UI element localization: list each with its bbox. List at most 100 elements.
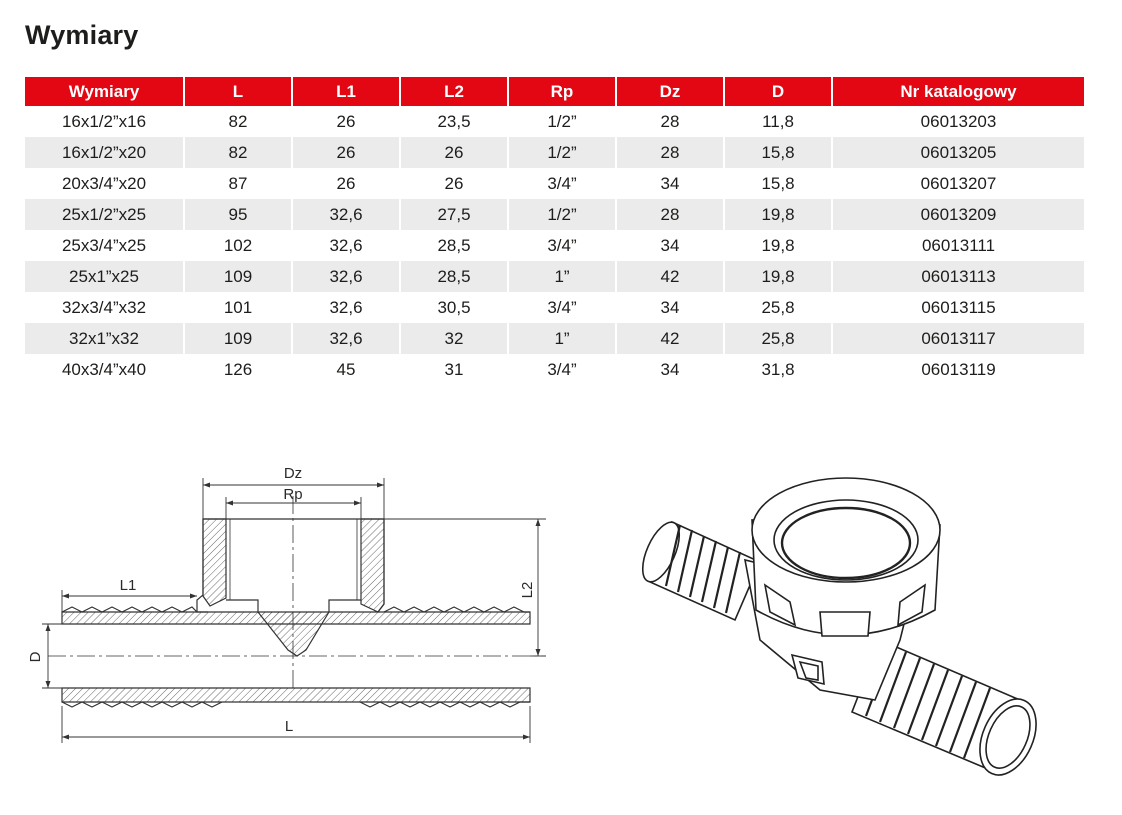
table-cell: 32x1”x32 [25, 323, 184, 354]
table-header-row: Wymiary L L1 L2 Rp Dz D Nr katalogowy [25, 77, 1084, 106]
table-cell: 45 [291, 354, 400, 385]
table-cell: 1” [507, 323, 616, 354]
page-title: Wymiary [25, 20, 139, 50]
table-cell: 87 [183, 168, 292, 199]
column-header-d: D [723, 77, 832, 106]
table-cell: 31,8 [723, 354, 832, 385]
table-cell: 25,8 [723, 292, 832, 323]
table-cell: 11,8 [723, 106, 832, 137]
table-cell: 34 [615, 168, 724, 199]
table-cell: 32,6 [291, 199, 400, 230]
table-cell: 26 [291, 168, 400, 199]
table-cell: 19,8 [723, 230, 832, 261]
table-cell: 06013209 [831, 199, 1084, 230]
table-cell: 26 [291, 137, 400, 168]
table-cell: 42 [615, 323, 724, 354]
table-cell: 25,8 [723, 323, 832, 354]
right-pipe-end [850, 638, 1037, 776]
dim-label-rp: Rp [283, 486, 302, 503]
table-cell: 109 [183, 261, 292, 292]
table-cell: 19,8 [723, 199, 832, 230]
dim-label-l2: L2 [519, 582, 536, 599]
table-cell: 82 [183, 137, 292, 168]
tee-fitting-illustration [641, 477, 1037, 776]
table-cell: 3/4” [507, 230, 616, 261]
table-cell: 06013119 [831, 354, 1084, 385]
table-cell: 30,5 [399, 292, 508, 323]
column-header-l1: L1 [291, 77, 400, 106]
table-cell: 32,6 [291, 230, 400, 261]
table-cell: 25x1/2”x25 [25, 199, 184, 230]
column-header-wymiary: Wymiary [25, 77, 184, 106]
table-cell: 15,8 [723, 137, 832, 168]
table-cell: 06013113 [831, 261, 1084, 292]
table-cell: 27,5 [399, 199, 508, 230]
table-cell: 23,5 [399, 106, 508, 137]
dimension-lines [42, 478, 546, 743]
table-cell: 28 [615, 137, 724, 168]
table-cell: 25x3/4”x25 [25, 230, 184, 261]
table-cell: 1/2” [507, 137, 616, 168]
table-cell: 126 [183, 354, 292, 385]
table-cell: 40x3/4”x40 [25, 354, 184, 385]
table-cell: 32,6 [291, 292, 400, 323]
table-cell: 20x3/4”x20 [25, 168, 184, 199]
table-cell: 16x1/2”x20 [25, 137, 184, 168]
table-cell: 28,5 [399, 230, 508, 261]
table-cell: 06013117 [831, 323, 1084, 354]
table-cell: 32,6 [291, 261, 400, 292]
table-cell: 102 [183, 230, 292, 261]
table-cell: 28,5 [399, 261, 508, 292]
table-cell: 28 [615, 106, 724, 137]
table-cell: 28 [615, 199, 724, 230]
left-pipe-end [641, 520, 762, 622]
table-cell: 3/4” [507, 354, 616, 385]
column-header-dz: Dz [615, 77, 724, 106]
table-cell: 32x3/4”x32 [25, 292, 184, 323]
column-header-l2: L2 [399, 77, 508, 106]
table-cell: 32 [399, 323, 508, 354]
table-cell: 19,8 [723, 261, 832, 292]
table-cell: 3/4” [507, 292, 616, 323]
table-cell: 06013207 [831, 168, 1084, 199]
dimensions-table: Wymiary L L1 L2 Rp Dz D Nr katalogowy 16… [25, 77, 1084, 385]
table-cell: 06013205 [831, 137, 1084, 168]
table-cell: 06013203 [831, 106, 1084, 137]
table-cell: 42 [615, 261, 724, 292]
column-header-l: L [183, 77, 292, 106]
table-cell: 06013111 [831, 230, 1084, 261]
table-cell: 95 [183, 199, 292, 230]
tee-section-drawing [48, 496, 546, 708]
column-header-rp: Rp [507, 77, 616, 106]
table-cell: 34 [615, 230, 724, 261]
table-cell: 26 [291, 106, 400, 137]
threaded-socket [751, 477, 941, 637]
table-cell: 1” [507, 261, 616, 292]
column-header-nr-katalogowy: Nr katalogowy [831, 77, 1084, 106]
table-cell: 25x1”x25 [25, 261, 184, 292]
table-cell: 15,8 [723, 168, 832, 199]
table-cell: 26 [399, 137, 508, 168]
dimension-arrows [45, 482, 541, 740]
table-cell: 31 [399, 354, 508, 385]
dim-label-l: L [285, 718, 293, 735]
table-cell: 109 [183, 323, 292, 354]
dim-label-l1: L1 [120, 577, 137, 594]
table-cell: 26 [399, 168, 508, 199]
dim-label-dz: Dz [284, 465, 302, 482]
dim-label-d: D [27, 651, 44, 662]
table-cell: 1/2” [507, 199, 616, 230]
table-cell: 101 [183, 292, 292, 323]
table-cell: 82 [183, 106, 292, 137]
